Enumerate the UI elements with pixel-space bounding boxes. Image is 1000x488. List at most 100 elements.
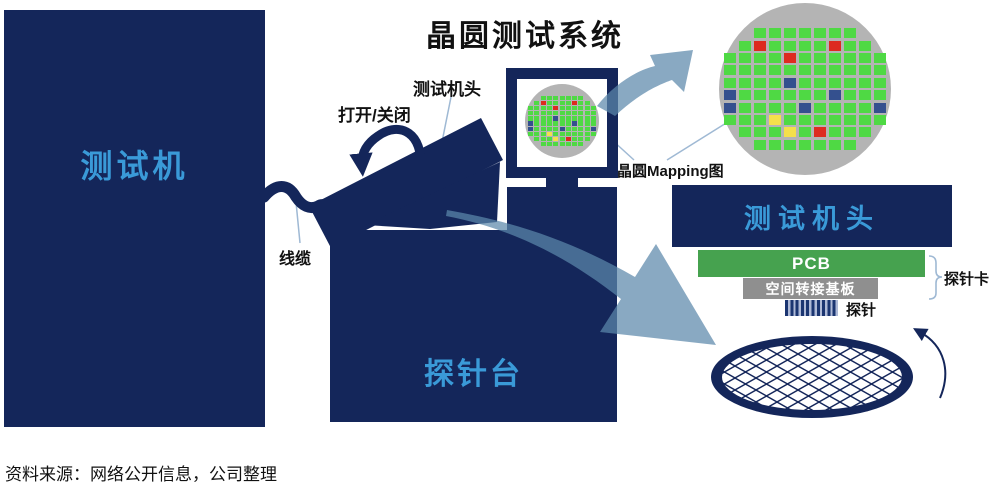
wafer-die [739, 77, 751, 88]
wafer-die [829, 65, 841, 76]
leader-cable [295, 201, 301, 244]
wafer-die [540, 116, 546, 121]
wafer-die [559, 101, 565, 106]
wafer-die [578, 95, 584, 101]
wafer-die [859, 40, 871, 51]
wafer-die [584, 121, 590, 126]
wafer-die [769, 115, 781, 125]
test-head-hinge [365, 162, 500, 229]
wafer-die [578, 131, 584, 136]
wafer-die [559, 141, 565, 147]
wafer-die [799, 90, 811, 101]
wafer-die [546, 111, 552, 116]
wafer-die [540, 121, 546, 126]
wafer-die [565, 136, 571, 141]
prober-label: 探针台 [424, 358, 523, 391]
wafer-die [559, 131, 565, 136]
wafer-die [754, 127, 766, 138]
wafer-die [559, 136, 565, 141]
pcb-label: PCB [792, 253, 831, 273]
wafer-die [528, 116, 533, 121]
wafer-die [829, 115, 841, 125]
wafer-die [540, 95, 546, 101]
wafer-die [578, 111, 584, 116]
wafer-die [874, 90, 886, 101]
wafer-die [553, 136, 559, 141]
wafer-die [859, 127, 871, 138]
test-head-callout-label: 测试机头 [413, 80, 481, 99]
wafer-die [769, 127, 781, 138]
wafer-die [565, 106, 571, 111]
wafer-die [584, 106, 590, 111]
wafer-die [739, 65, 751, 76]
probe-card-label: 探针卡 [944, 271, 990, 288]
wafer-die [584, 111, 590, 116]
wafer-die [874, 77, 886, 88]
wafer-die [814, 53, 826, 63]
wafer-die [559, 95, 565, 101]
wafer-die [534, 101, 540, 106]
wafer-die [769, 53, 781, 63]
wafer-die [591, 121, 596, 126]
wafer-die [799, 77, 811, 88]
wafer-map-on-screen [525, 84, 599, 158]
wafer-die [553, 141, 559, 147]
test-head-flap [309, 118, 503, 248]
wafer-die [784, 102, 796, 113]
flow-arrow-icon [446, 210, 716, 345]
wafer-die [739, 115, 751, 125]
wafer-die [540, 131, 546, 136]
wafer-die [559, 111, 565, 116]
wafer-die [784, 127, 796, 138]
wafer-die [754, 53, 766, 63]
wafer-die [724, 115, 736, 125]
wafer-die [814, 90, 826, 101]
wafer-die [572, 106, 578, 111]
wafer-die [528, 106, 533, 111]
wafer-die [565, 101, 571, 106]
wafer-die [754, 65, 766, 76]
wafer-die [559, 121, 565, 126]
wafer-die [769, 65, 781, 76]
wafer-die [769, 28, 781, 39]
wafer-die [546, 136, 552, 141]
wafer-mapping-label: 晶圆Mapping图 [617, 163, 724, 180]
wafer-die [784, 40, 796, 51]
wafer-die [844, 90, 856, 101]
wafer-die [565, 116, 571, 121]
monitor-stand [546, 176, 578, 190]
tester-cabinet [4, 10, 265, 427]
wafer-die [784, 77, 796, 88]
wafer-die [814, 77, 826, 88]
wafer-die [799, 28, 811, 39]
wafer-die [528, 126, 533, 131]
wafer-die [829, 139, 841, 150]
wafer-map-zoomed [719, 3, 891, 175]
wafer-die [534, 121, 540, 126]
wafer-die [844, 115, 856, 125]
wafer-die [591, 106, 596, 111]
wafer-die [565, 111, 571, 116]
wafer-die [814, 115, 826, 125]
wafer-die [769, 139, 781, 150]
wafer-die [553, 131, 559, 136]
wafer-die [591, 131, 596, 136]
wafer-die [578, 141, 584, 147]
cable-label: 线缆 [279, 251, 312, 268]
wafer-die [578, 126, 584, 131]
wafer-die [784, 90, 796, 101]
wafer-die [553, 95, 559, 101]
wafer-die [844, 77, 856, 88]
wafer-die [546, 101, 552, 106]
wafer-die [584, 101, 590, 106]
wafer-die [528, 111, 533, 116]
wafer-die [553, 126, 559, 131]
wafer-die [859, 53, 871, 63]
open-close-arrow-icon [349, 124, 425, 177]
wafer-die [724, 102, 736, 113]
wafer-die [844, 102, 856, 113]
wafer-die [553, 111, 559, 116]
monitor-pedestal [507, 187, 617, 233]
wafer-die [769, 77, 781, 88]
